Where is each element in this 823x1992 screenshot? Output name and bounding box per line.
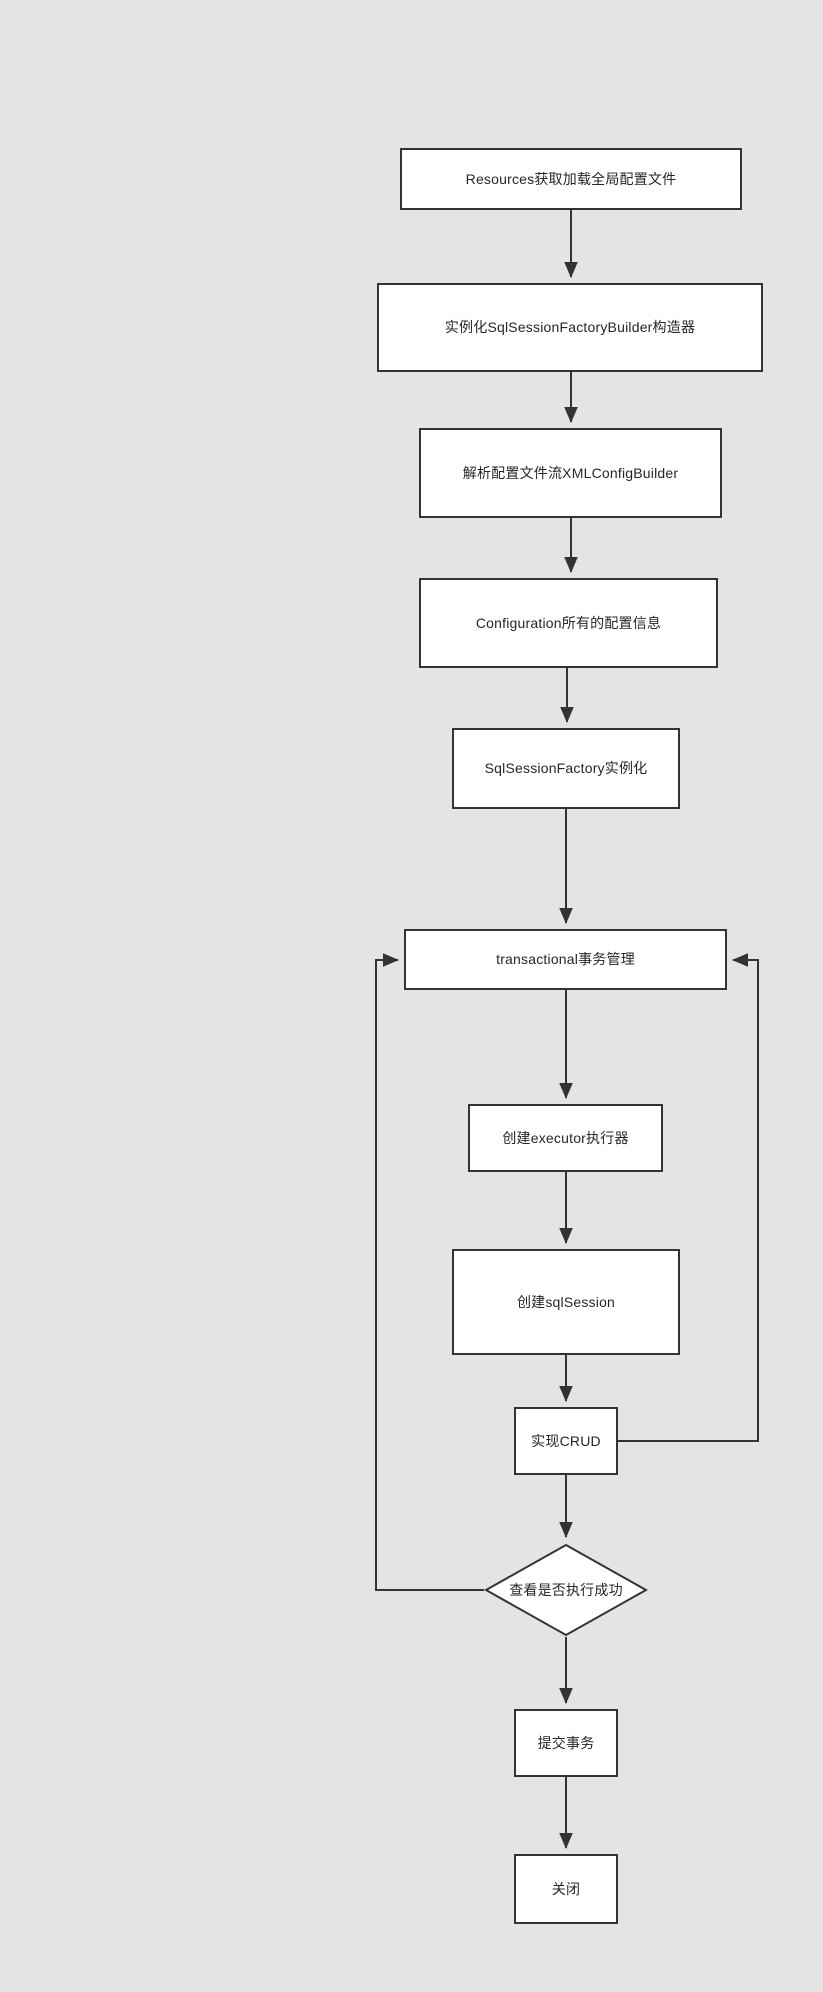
- node-label: Resources获取加载全局配置文件: [465, 170, 677, 187]
- node-resources-load-config[interactable]: Resources获取加载全局配置文件: [400, 148, 742, 210]
- node-label: 解析配置文件流XMLConfigBuilder: [462, 464, 679, 481]
- edge-n9-n6-loop-right: [618, 953, 759, 1442]
- node-label: 查看是否执行成功: [509, 1582, 623, 1598]
- node-label: 实例化SqlSessionFactoryBuilder构造器: [444, 319, 696, 336]
- edge-n10-n6-loop-left: [375, 953, 484, 1591]
- node-label: 提交事务: [537, 1734, 595, 1751]
- node-check-success-decision[interactable]: 查看是否执行成功: [484, 1543, 648, 1637]
- node-close[interactable]: 关闭: [514, 1854, 618, 1924]
- node-xmlconfigbuilder[interactable]: 解析配置文件流XMLConfigBuilder: [419, 428, 722, 518]
- node-label: 关闭: [551, 1880, 581, 1897]
- node-label: transactional事务管理: [496, 951, 635, 968]
- node-label: Configuration所有的配置信息: [475, 614, 662, 631]
- node-commit-transaction[interactable]: 提交事务: [514, 1709, 618, 1777]
- node-create-sqlsession[interactable]: 创建sqlSession: [452, 1249, 680, 1355]
- node-label: SqlSessionFactory实例化: [484, 760, 648, 777]
- node-crud[interactable]: 实现CRUD: [514, 1407, 618, 1475]
- node-create-executor[interactable]: 创建executor执行器: [468, 1104, 663, 1172]
- node-sqlsessionfactory[interactable]: SqlSessionFactory实例化: [452, 728, 680, 809]
- node-sqlsessionfactorybuilder[interactable]: 实例化SqlSessionFactoryBuilder构造器: [377, 283, 763, 372]
- node-label: 创建sqlSession: [516, 1293, 616, 1310]
- node-configuration[interactable]: Configuration所有的配置信息: [419, 578, 718, 668]
- diamond-shape: [484, 1543, 648, 1637]
- node-label: 实现CRUD: [531, 1432, 601, 1449]
- node-transactional[interactable]: transactional事务管理: [404, 929, 727, 990]
- node-label: 创建executor执行器: [502, 1129, 629, 1146]
